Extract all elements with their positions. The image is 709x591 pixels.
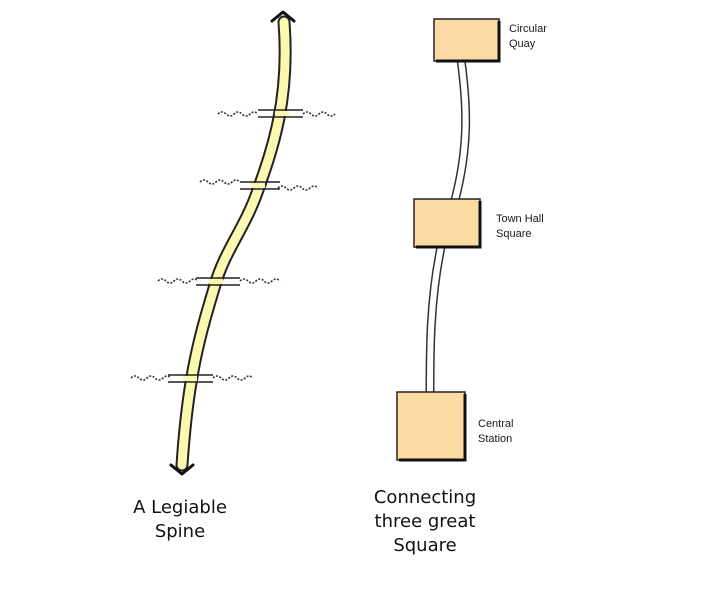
- cross-street: [157, 277, 281, 286]
- arrow-up-icon: [270, 10, 296, 23]
- cross-street: [217, 109, 336, 118]
- left-caption: A Legiable Spine: [133, 497, 227, 542]
- square-label-circular-quay: Circular Quay: [509, 23, 547, 50]
- square-label-town-hall: Town Hall Square: [496, 213, 544, 240]
- square-central-station: [396, 391, 466, 461]
- connector-group: [425, 59, 471, 394]
- square-circular-quay: [433, 18, 500, 62]
- square-label-central-station: Central Station: [478, 418, 514, 445]
- spine-fill: [177, 17, 290, 470]
- right-caption: Connecting three great Square: [373, 487, 477, 556]
- spine-group: [130, 10, 336, 476]
- square-town-hall: [413, 198, 481, 248]
- cross-street: [130, 374, 254, 383]
- arrow-down-icon: [169, 463, 195, 476]
- cross-street: [199, 179, 319, 191]
